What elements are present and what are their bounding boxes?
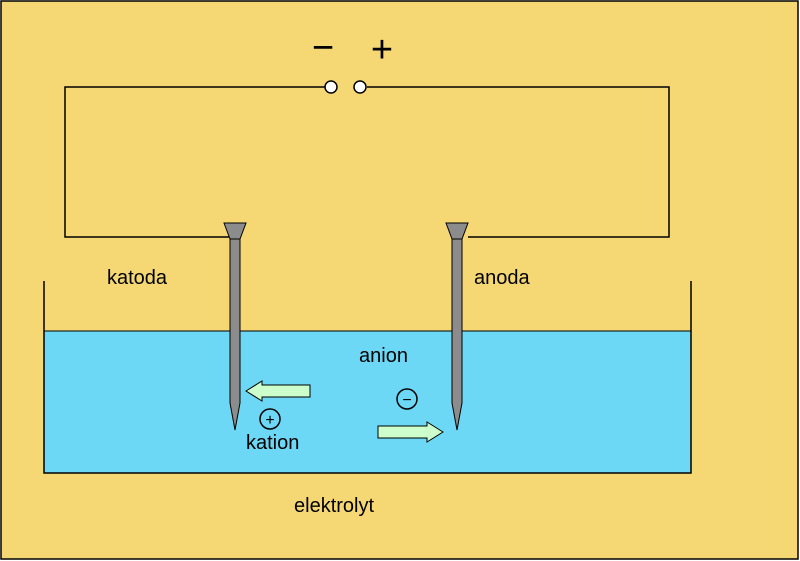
cation-symbol [259, 408, 281, 430]
positive-sign: + [371, 29, 393, 71]
cation-arrow [245, 380, 311, 402]
positive-terminal [353, 80, 367, 94]
container [43, 281, 692, 474]
negative-sign: − [312, 27, 334, 69]
anion-symbol [396, 388, 418, 410]
wire-right [367, 86, 670, 238]
anion-sign: − [402, 392, 411, 409]
cathode-label: katoda [107, 267, 168, 289]
anode-electrode [445, 222, 469, 431]
cation-label: kation [246, 432, 299, 454]
electrolyte-liquid [44, 331, 691, 473]
anion-arrow [377, 421, 444, 443]
electrolyte-label: elektrolyt [294, 495, 374, 517]
anode-label: anoda [474, 267, 530, 289]
anion-label: anion [359, 345, 408, 367]
cathode-electrode [223, 222, 247, 431]
negative-terminal [324, 80, 338, 94]
cation-sign: + [265, 412, 274, 429]
wire-left [64, 86, 325, 238]
